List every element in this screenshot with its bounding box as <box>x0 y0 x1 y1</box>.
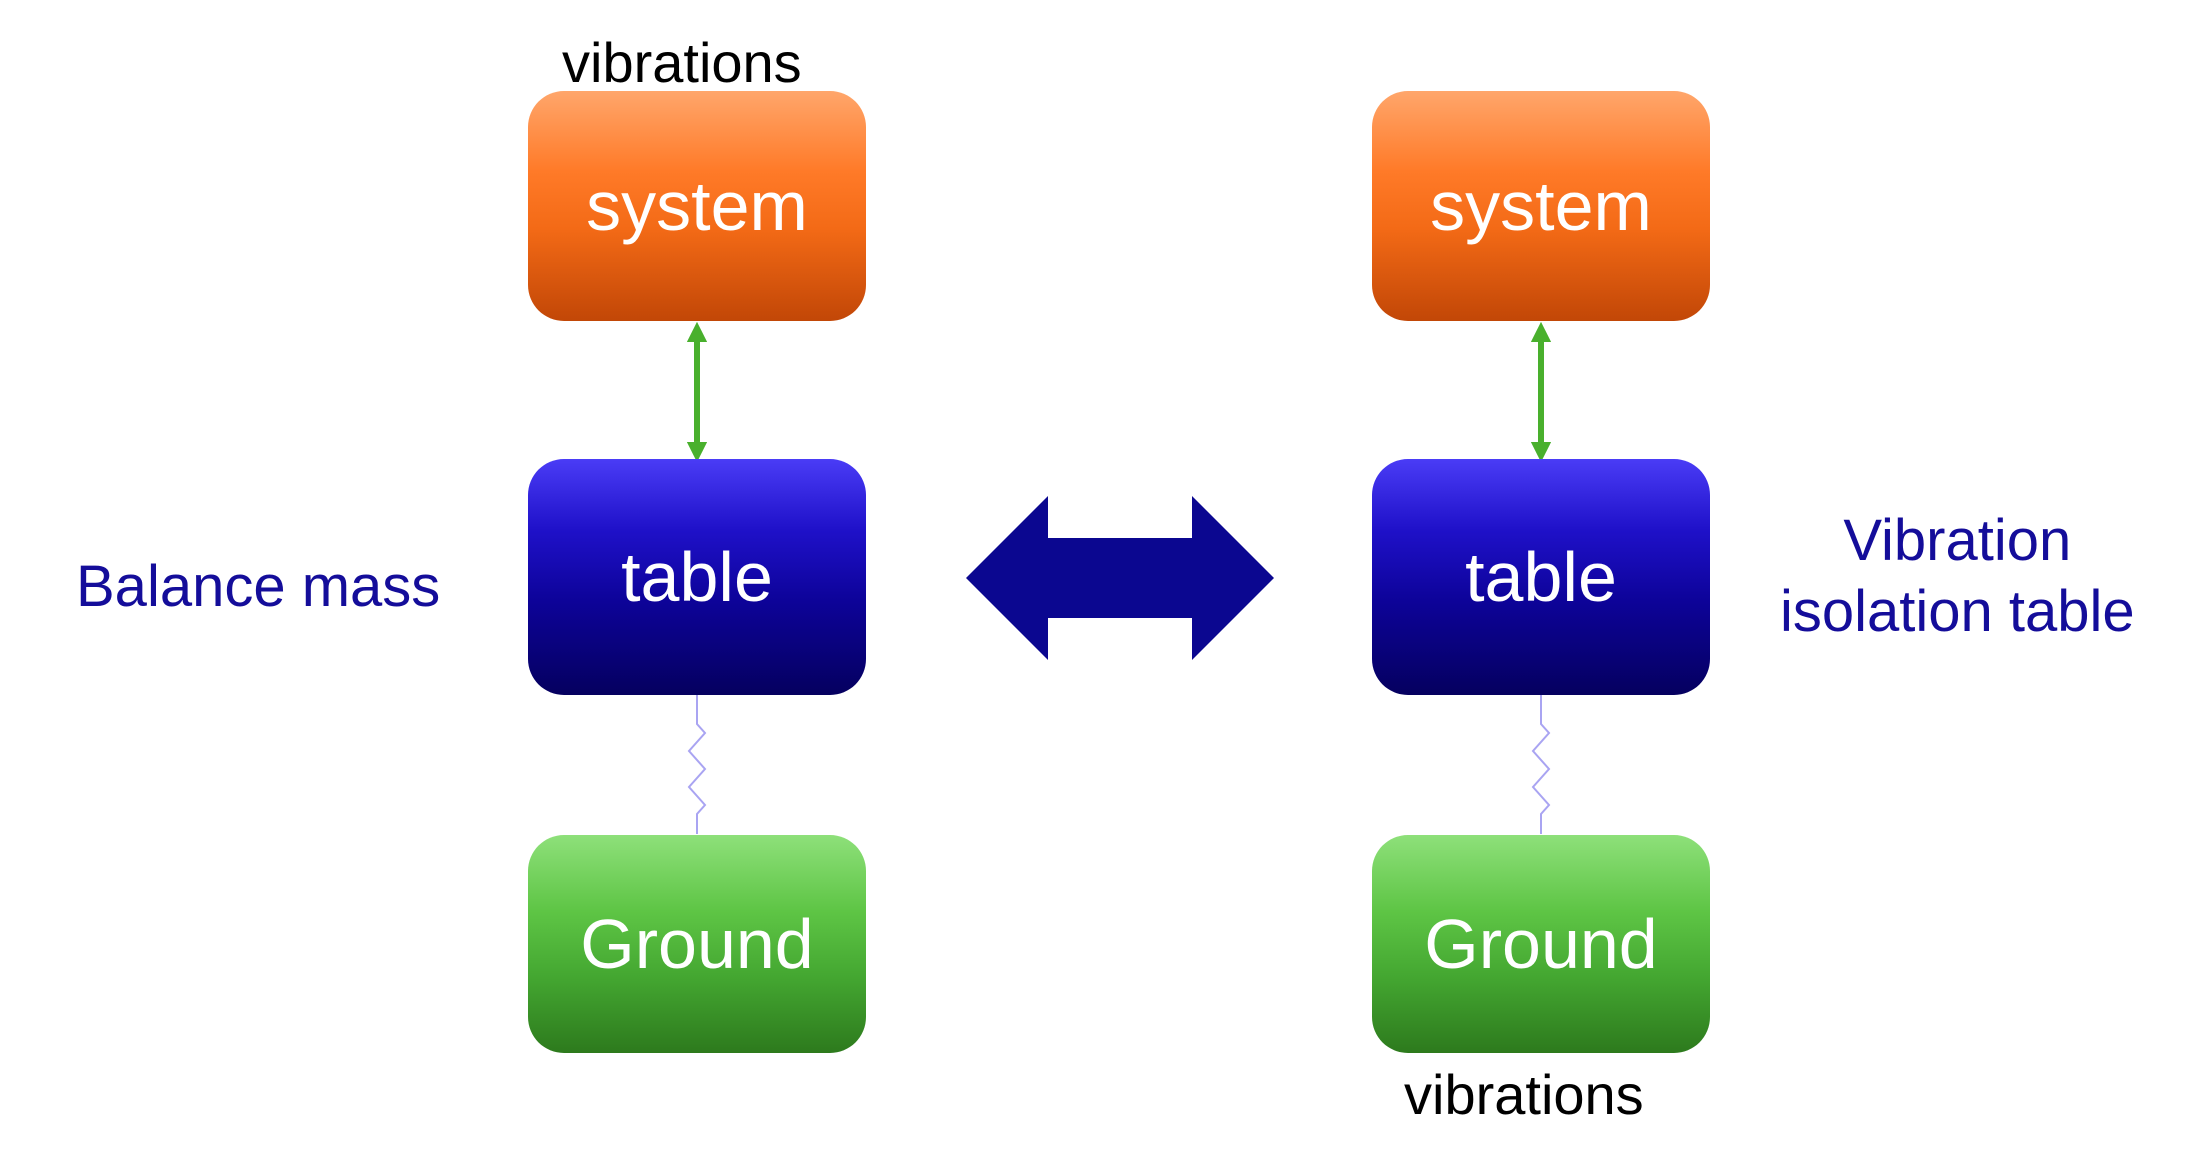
vibration-isolation-table-label: Vibration isolation table <box>1780 506 2135 648</box>
left-table-box: table <box>528 459 866 695</box>
left-ground-label: Ground <box>580 905 814 983</box>
right-table-box: table <box>1372 459 1710 695</box>
left-table-label: table <box>621 538 773 616</box>
left-spring-icon <box>687 695 707 834</box>
right-system-box: system <box>1372 91 1710 321</box>
right-bottom-vibrations-caption: vibrations <box>1404 1063 1644 1126</box>
right-spring-icon <box>1531 695 1551 834</box>
left-system-label: system <box>586 167 808 245</box>
left-top-vibrations-caption: vibrations <box>562 31 802 94</box>
right-ground-box: Ground <box>1372 835 1710 1053</box>
vibration-isolation-line2: isolation table <box>1780 578 2135 644</box>
left-system-box: system <box>528 91 866 321</box>
right-table-label: table <box>1465 538 1617 616</box>
right-ground-label: Ground <box>1424 905 1658 983</box>
vibration-isolation-line1: Vibration <box>1843 508 2072 573</box>
right-system-label: system <box>1430 167 1652 245</box>
balance-mass-label: Balance mass <box>76 554 441 619</box>
center-double-headed-arrow-icon <box>966 496 1274 660</box>
left-ground-box: Ground <box>528 835 866 1053</box>
